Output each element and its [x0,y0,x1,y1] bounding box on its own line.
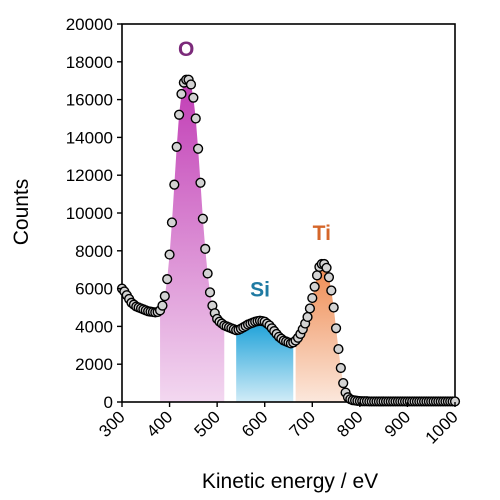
data-point [330,323,342,334]
x-tick-label: 400 [143,407,176,440]
data-point [333,343,344,355]
x-tick-label: 300 [95,407,128,440]
data-point [164,249,175,260]
x-tick-label: 500 [190,407,223,440]
data-markers [116,74,461,407]
x-axis-label: Kinetic energy / eV [202,470,378,493]
data-point [159,291,170,302]
x-tick-label: 700 [286,407,319,440]
data-point [202,268,213,279]
peak-label-si: Si [250,279,270,302]
data-point [173,109,185,120]
y-tick-label: 18000 [66,53,113,72]
data-point [162,274,173,285]
data-point [171,141,182,152]
y-tick-label: 0 [104,393,113,412]
data-point [185,79,197,90]
data-point [335,362,346,374]
data-point [188,92,199,103]
x-tick-label: 1000 [422,407,462,447]
data-point [304,303,316,314]
y-tick-label: 20000 [66,15,113,34]
y-tick-label: 8000 [75,242,113,261]
data-point [311,270,323,281]
data-point [169,179,180,190]
data-point [176,88,187,100]
data-point [195,177,206,188]
data-point [323,272,335,283]
x-tick-label: 600 [238,407,271,440]
data-point [326,285,337,296]
y-tick-label: 4000 [75,317,113,336]
peak-labels: O Si Ti [178,38,331,302]
data-point [328,302,339,313]
y-tick-label: 6000 [75,280,113,299]
x-tick-label: 800 [333,407,366,440]
data-point [166,217,178,228]
peak-label-ti: Ti [313,222,331,245]
data-point [204,287,216,298]
x-tick-label: 900 [381,407,414,440]
region-si-fill [236,320,294,402]
y-tick-label: 12000 [66,166,113,185]
data-point [302,311,313,323]
data-point [200,243,211,255]
y-tick-label: 2000 [75,355,113,374]
data-point [197,213,208,224]
data-point [338,378,349,389]
y-axis-label: Counts [10,179,33,246]
y-tick-label: 10000 [66,204,113,223]
y-tick-label: 16000 [66,91,113,110]
peak-label-o: O [178,38,194,61]
y-axis-ticks: 0 2000 4000 6000 8000 10000 12000 14000 16000 180… [66,15,122,412]
data-point [309,281,320,292]
data-point [307,292,318,304]
data-point [321,262,332,273]
region-o-fill [160,79,225,402]
data-point [193,143,204,154]
data-point [190,113,201,124]
data-point [157,300,168,311]
y-tick-label: 14000 [66,128,113,147]
